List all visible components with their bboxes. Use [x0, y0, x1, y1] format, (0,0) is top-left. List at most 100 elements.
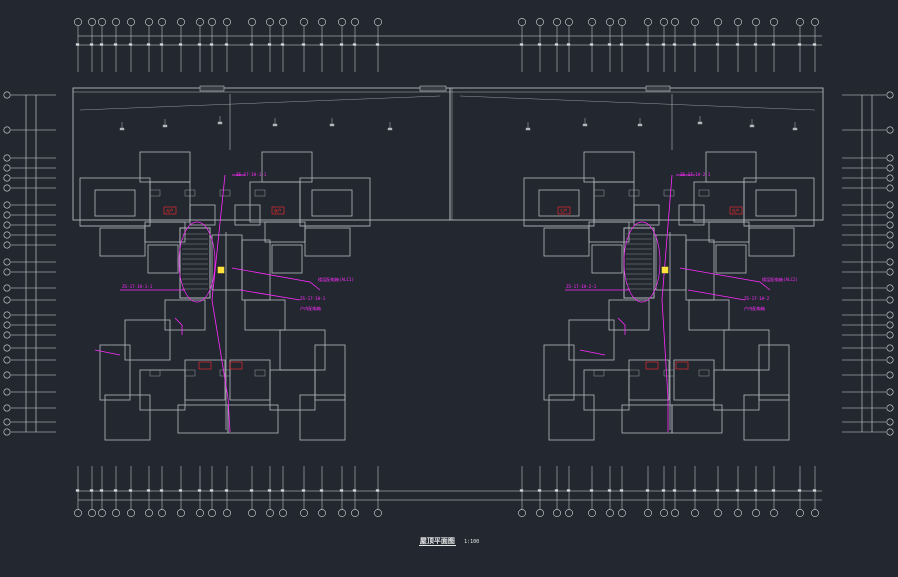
dim-tick	[645, 489, 650, 492]
axis-bubble	[811, 18, 819, 26]
dim-tick	[99, 489, 104, 492]
axis-bubble	[886, 311, 894, 319]
room-wall	[608, 299, 650, 331]
box-leader	[687, 289, 746, 301]
axis-bubble	[886, 164, 894, 172]
room-tag-box	[198, 361, 212, 370]
box-leader	[679, 267, 771, 291]
dim-tick	[128, 489, 133, 492]
axis-bubble	[796, 509, 804, 517]
dim-tick	[352, 43, 357, 46]
room-wall	[234, 204, 261, 226]
axis-bubble	[318, 509, 326, 517]
drain-mark	[749, 124, 755, 128]
axis-bubble	[112, 18, 120, 26]
axis-bubble	[3, 154, 11, 162]
dim-tick	[672, 489, 677, 492]
drain-mark	[582, 123, 588, 127]
dim-tick	[692, 489, 697, 492]
axis-bubble	[3, 211, 11, 219]
axis-bubble	[618, 509, 626, 517]
stair-shaft-mark	[623, 221, 661, 303]
axis-bubble	[112, 509, 120, 517]
axis-bubble	[3, 284, 11, 292]
fixture	[698, 189, 710, 197]
axis-bubble	[886, 154, 894, 162]
axis-bubble	[618, 18, 626, 26]
axis-bubble	[208, 18, 216, 26]
drain-mark	[387, 127, 393, 131]
dim-tick	[812, 43, 817, 46]
axis-bubble	[671, 509, 679, 517]
fixture	[593, 369, 605, 377]
axis-bubble	[886, 231, 894, 239]
axis-bubble	[300, 18, 308, 26]
room-wall	[708, 221, 750, 243]
axis-bubble	[145, 509, 153, 517]
axis-bubble	[886, 174, 894, 182]
dim-tick	[301, 489, 306, 492]
axis-bubble	[223, 18, 231, 26]
axis-bubble	[660, 509, 668, 517]
dim-tick	[566, 489, 571, 492]
axis-bubble	[886, 418, 894, 426]
axis-bubble	[714, 18, 722, 26]
room-wall	[715, 244, 747, 274]
dim-tick	[619, 489, 624, 492]
note-riser: ZS-17-1H-1-1	[122, 284, 153, 289]
axis-bubble	[145, 18, 153, 26]
dim-tick	[661, 43, 666, 46]
axis-bubble	[196, 18, 204, 26]
axis-bubble	[886, 388, 894, 396]
room-tag-box	[163, 206, 177, 215]
drawing-caption: 屋顶平面图 1:100	[0, 536, 898, 546]
axis-bubble	[3, 418, 11, 426]
fixture	[149, 369, 161, 377]
unit-plan	[79, 151, 371, 441]
dim-tick	[589, 43, 594, 46]
axis-bubble	[196, 509, 204, 517]
dim-tick	[267, 43, 272, 46]
room-wall	[548, 394, 595, 441]
dim-tick	[197, 43, 202, 46]
stair-shaft-mark	[178, 221, 216, 303]
axis-bubble	[886, 258, 894, 266]
axis-bubble	[3, 126, 11, 134]
room-wall	[227, 404, 279, 434]
axis-bubble	[3, 221, 11, 229]
room-wall	[568, 319, 615, 361]
axis-bubble	[279, 18, 287, 26]
axis-bubble	[565, 18, 573, 26]
axis-bubble	[886, 344, 894, 352]
axis-bubble	[374, 509, 382, 517]
room-wall	[543, 344, 575, 401]
axis-bubble	[3, 321, 11, 329]
room-wall	[314, 344, 346, 401]
room-tag: C户	[560, 208, 567, 215]
unit-plan	[523, 151, 815, 441]
axis-bubble	[671, 18, 679, 26]
dim-tick	[99, 43, 104, 46]
axis-bubble	[886, 356, 894, 364]
axis-bubble	[886, 241, 894, 249]
dim-tick	[554, 43, 559, 46]
axis-bubble	[3, 311, 11, 319]
note-riser: ZS-17-1H-2-1	[566, 284, 597, 289]
fixture	[254, 189, 266, 197]
fixture	[628, 189, 640, 197]
room-tag-box	[675, 361, 689, 370]
axis-bubble	[660, 18, 668, 26]
dim-tick	[319, 489, 324, 492]
room-wall	[743, 394, 790, 441]
axis-bubble	[3, 164, 11, 172]
axis-bubble	[606, 509, 614, 517]
axis-bubble	[127, 18, 135, 26]
room-wall	[104, 394, 151, 441]
dim-tick	[797, 489, 802, 492]
dim-tick	[375, 489, 380, 492]
drain-mark	[329, 123, 335, 127]
room-tag: B户	[274, 208, 281, 215]
axis-bubble	[3, 388, 11, 396]
note-box: 楼层配电箱(ALC1)	[318, 276, 354, 283]
dim-tick	[735, 489, 740, 492]
